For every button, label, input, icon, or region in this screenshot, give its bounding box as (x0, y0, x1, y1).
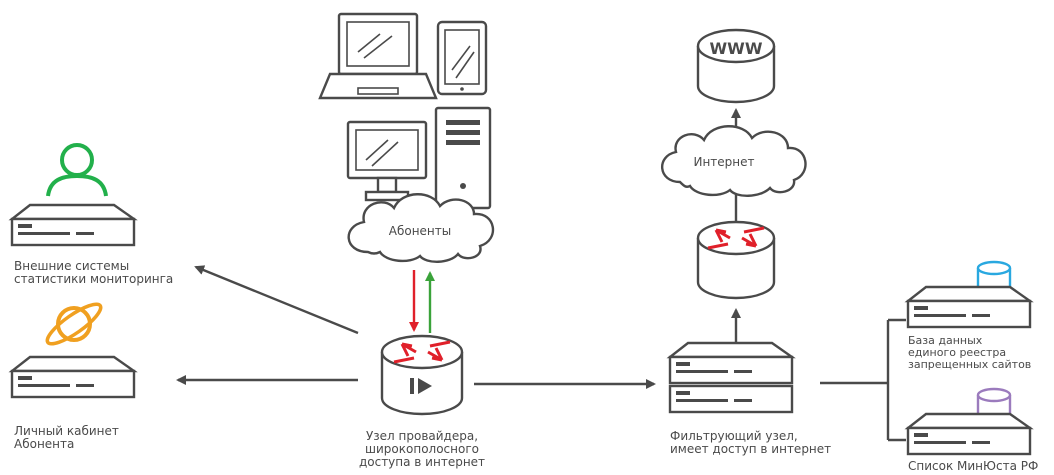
monitoring-label-1: Внешние системы (14, 259, 129, 273)
tablet-icon (436, 20, 488, 96)
www-node: WWW (696, 28, 776, 104)
pc-tower-icon (434, 106, 492, 210)
server-icon (10, 355, 136, 399)
registry-label-2: единого реестра (908, 346, 1006, 359)
monitor-icon (346, 120, 428, 202)
server-icon (668, 384, 794, 414)
server-icon (10, 203, 136, 247)
subscribers-cloud-label: Абоненты (389, 224, 452, 238)
filter-node: Фильтрующий узел, имеет доступ в интерне… (668, 341, 831, 456)
cabinet-node: Личный кабинет Абонента (10, 302, 136, 451)
registry-node: База данных единого реестра запрещенных … (906, 260, 1032, 371)
server-icon (668, 341, 794, 385)
router-icon (380, 334, 464, 416)
planet-icon (45, 302, 103, 346)
arrow-to-monitoring (194, 265, 359, 335)
registry-label-1: База данных (908, 334, 983, 347)
provider-label-2: широкополосного (365, 442, 479, 456)
subscribers-group: Абоненты (318, 12, 495, 263)
www-label: WWW (710, 39, 763, 58)
filter-label-1: Фильтрующий узел, (670, 429, 798, 443)
upstream-router-icon (696, 220, 776, 300)
minjust-label: Список МинЮста РФ (908, 459, 1038, 473)
monitoring-node: Внешние системы статистики мониторинга (10, 143, 173, 286)
registry-label-3: запрещенных сайтов (908, 358, 1031, 371)
cabinet-label-1: Личный кабинет (14, 424, 119, 438)
filter-label-2: имеет доступ в интернет (670, 442, 831, 456)
provider-label-3: доступа в интернет (359, 455, 485, 469)
internet-cloud-label: Интернет (693, 155, 754, 169)
internet-cloud-icon: Интернет (661, 125, 807, 197)
cloud-icon: Абоненты (347, 193, 495, 263)
cabinet-label-2: Абонента (14, 437, 74, 451)
server-icon (906, 285, 1032, 329)
minjust-node: Список МинЮста РФ (906, 387, 1038, 473)
provider-node: Узел провайдера, широкополосного доступа… (359, 334, 485, 469)
monitoring-label-2: статистики мониторинга (14, 272, 173, 286)
provider-label-1: Узел провайдера, (366, 429, 478, 443)
connection-lines (176, 108, 906, 442)
laptop-icon (318, 12, 438, 100)
user-icon (46, 143, 108, 197)
server-icon (906, 412, 1032, 456)
